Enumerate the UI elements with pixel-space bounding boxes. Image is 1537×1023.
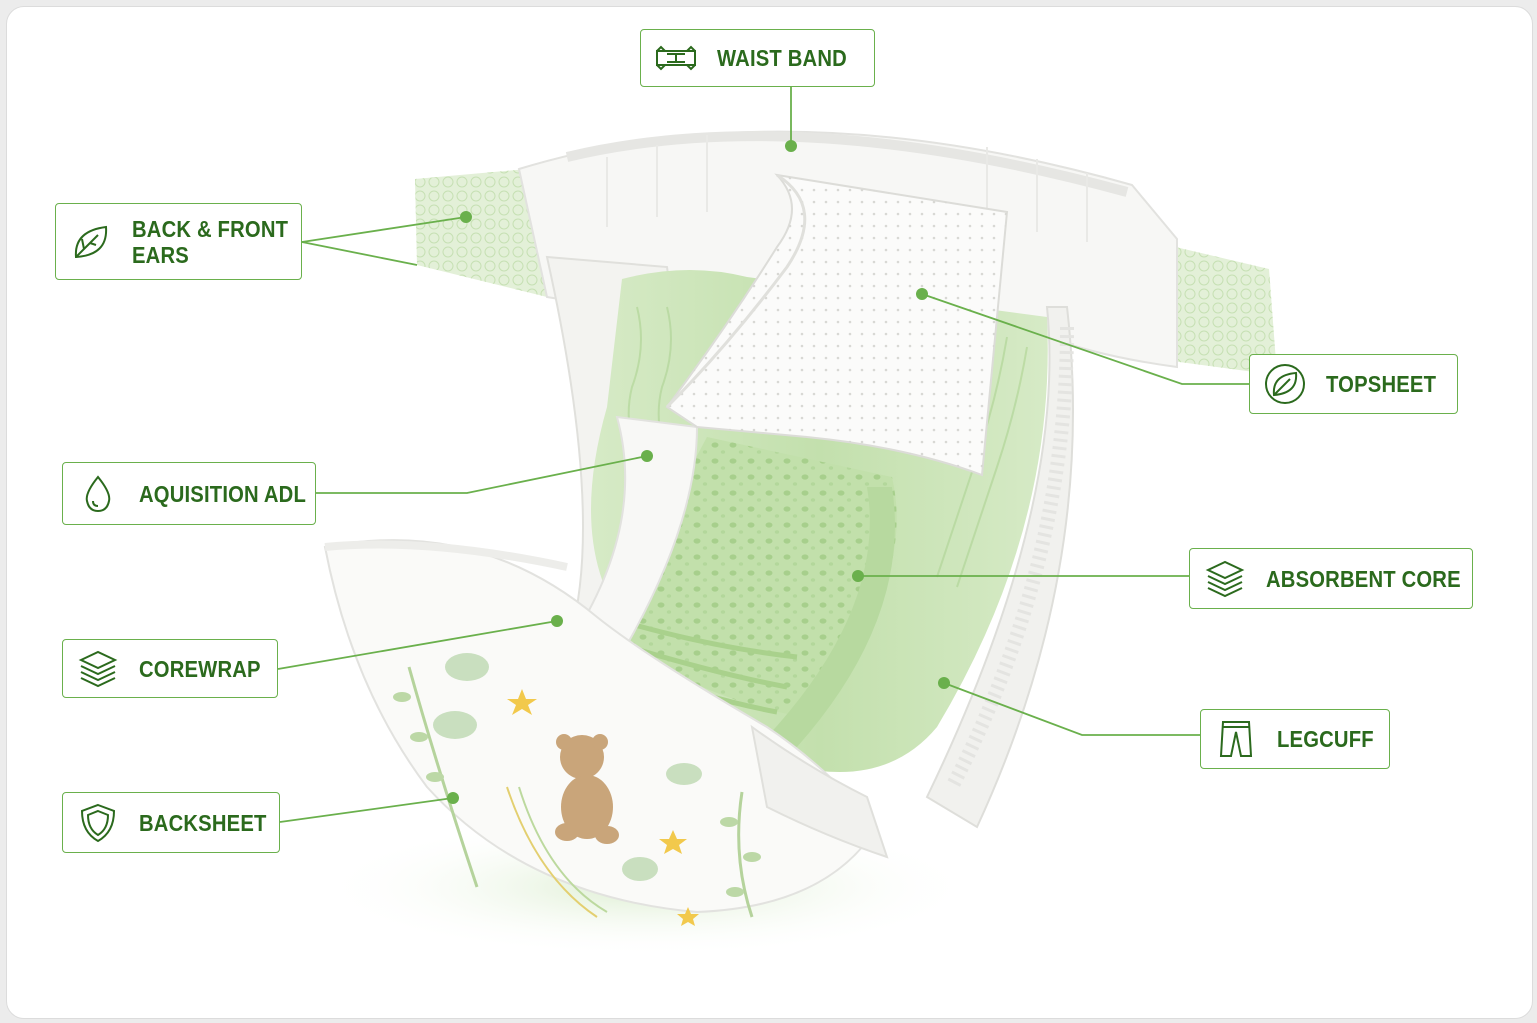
label-legcuff-text: LEGCUFF [1277,726,1374,752]
waistband-icon [656,45,696,71]
left-ear [415,169,547,297]
layers-icon [78,650,118,687]
layers-icon [1205,560,1245,597]
label-ears: BACK & FRONT EARS [55,203,302,280]
label-legcuff: LEGCUFF [1200,709,1390,769]
label-waist-band-text: WAIST BAND [717,45,847,71]
label-absorbent-core: ABSORBENT CORE [1189,548,1473,609]
label-absorbent-core-text: ABSORBENT CORE [1266,565,1461,592]
label-corewrap: COREWRAP [62,639,278,698]
connector-lines [277,87,1249,823]
leg-cuff-ruffle [945,326,1074,791]
label-backsheet: BACKSHEET [62,792,280,853]
shield-icon [80,803,116,842]
label-waist-band: WAIST BAND [640,29,875,87]
diagram-card: WAIST BAND BACK & FRONT EARS TOPSHEET [6,6,1533,1019]
label-adl-text: AQUISITION ADL [139,480,307,507]
pants-icon [1219,721,1253,757]
leaf-icon [74,225,108,258]
leaf-icon [1265,364,1305,404]
right-ear [1157,245,1277,375]
diaper-illustration [277,87,1277,957]
label-ears-line1: BACK & FRONT [132,215,289,242]
label-backsheet-text: BACKSHEET [139,809,267,836]
label-ears-line2: EARS [132,241,189,268]
drop-icon [85,474,111,512]
connector-dots [447,140,950,804]
print-decorations [393,653,761,926]
label-topsheet-text: TOPSHEET [1326,371,1437,397]
label-topsheet: TOPSHEET [1249,354,1458,414]
label-corewrap-text: COREWRAP [139,655,261,682]
label-adl: AQUISITION ADL [62,462,316,525]
teddy-bear [555,734,619,844]
topsheet-flap [665,173,1009,477]
